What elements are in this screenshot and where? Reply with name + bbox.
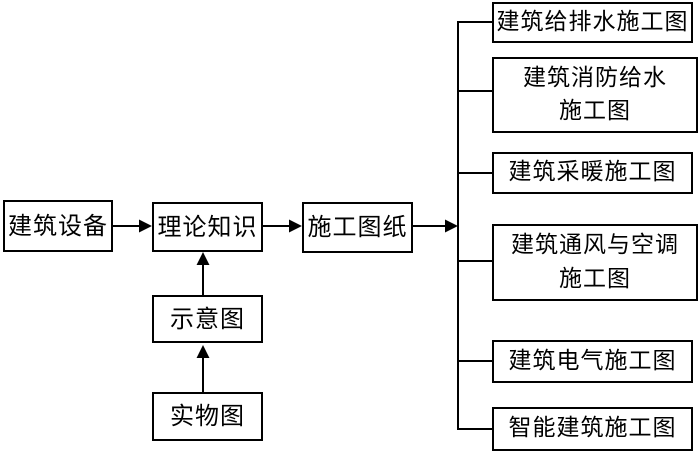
node-output-water-supply-drainage-label: 建筑给排水施工图	[496, 8, 689, 35]
node-construction-drawings-label: 施工图纸	[307, 213, 408, 242]
node-physical-object-diagram-label: 实物图	[170, 402, 245, 431]
node-construction-drawings: 施工图纸	[302, 202, 413, 253]
node-output-fire-water-supply-label: 建筑消防给水 施工图	[523, 64, 667, 124]
node-physical-object-diagram: 实物图	[152, 392, 263, 441]
node-output-heating-label: 建筑采暖施工图	[508, 159, 677, 186]
node-output-electrical-label: 建筑电气施工图	[508, 347, 677, 374]
node-theoretical-knowledge-label: 理论知识	[157, 212, 258, 241]
node-output-ventilation-air-conditioning-label: 建筑通风与空调 施工图	[511, 232, 679, 292]
node-theoretical-knowledge: 理论知识	[152, 202, 263, 252]
node-output-intelligent-building-label: 智能建筑施工图	[508, 415, 677, 442]
node-output-heating: 建筑采暖施工图	[492, 152, 693, 194]
node-output-intelligent-building: 智能建筑施工图	[492, 407, 693, 451]
node-building-equipment-label: 建筑设备	[8, 211, 108, 240]
node-output-water-supply-drainage: 建筑给排水施工图	[492, 2, 693, 43]
node-output-ventilation-air-conditioning: 建筑通风与空调 施工图	[492, 224, 698, 301]
node-output-electrical: 建筑电气施工图	[492, 340, 693, 383]
node-schematic-diagram-label: 示意图	[170, 304, 245, 333]
node-output-fire-water-supply: 建筑消防给水 施工图	[492, 57, 698, 133]
node-building-equipment: 建筑设备	[3, 200, 113, 252]
node-schematic-diagram: 示意图	[152, 295, 263, 343]
